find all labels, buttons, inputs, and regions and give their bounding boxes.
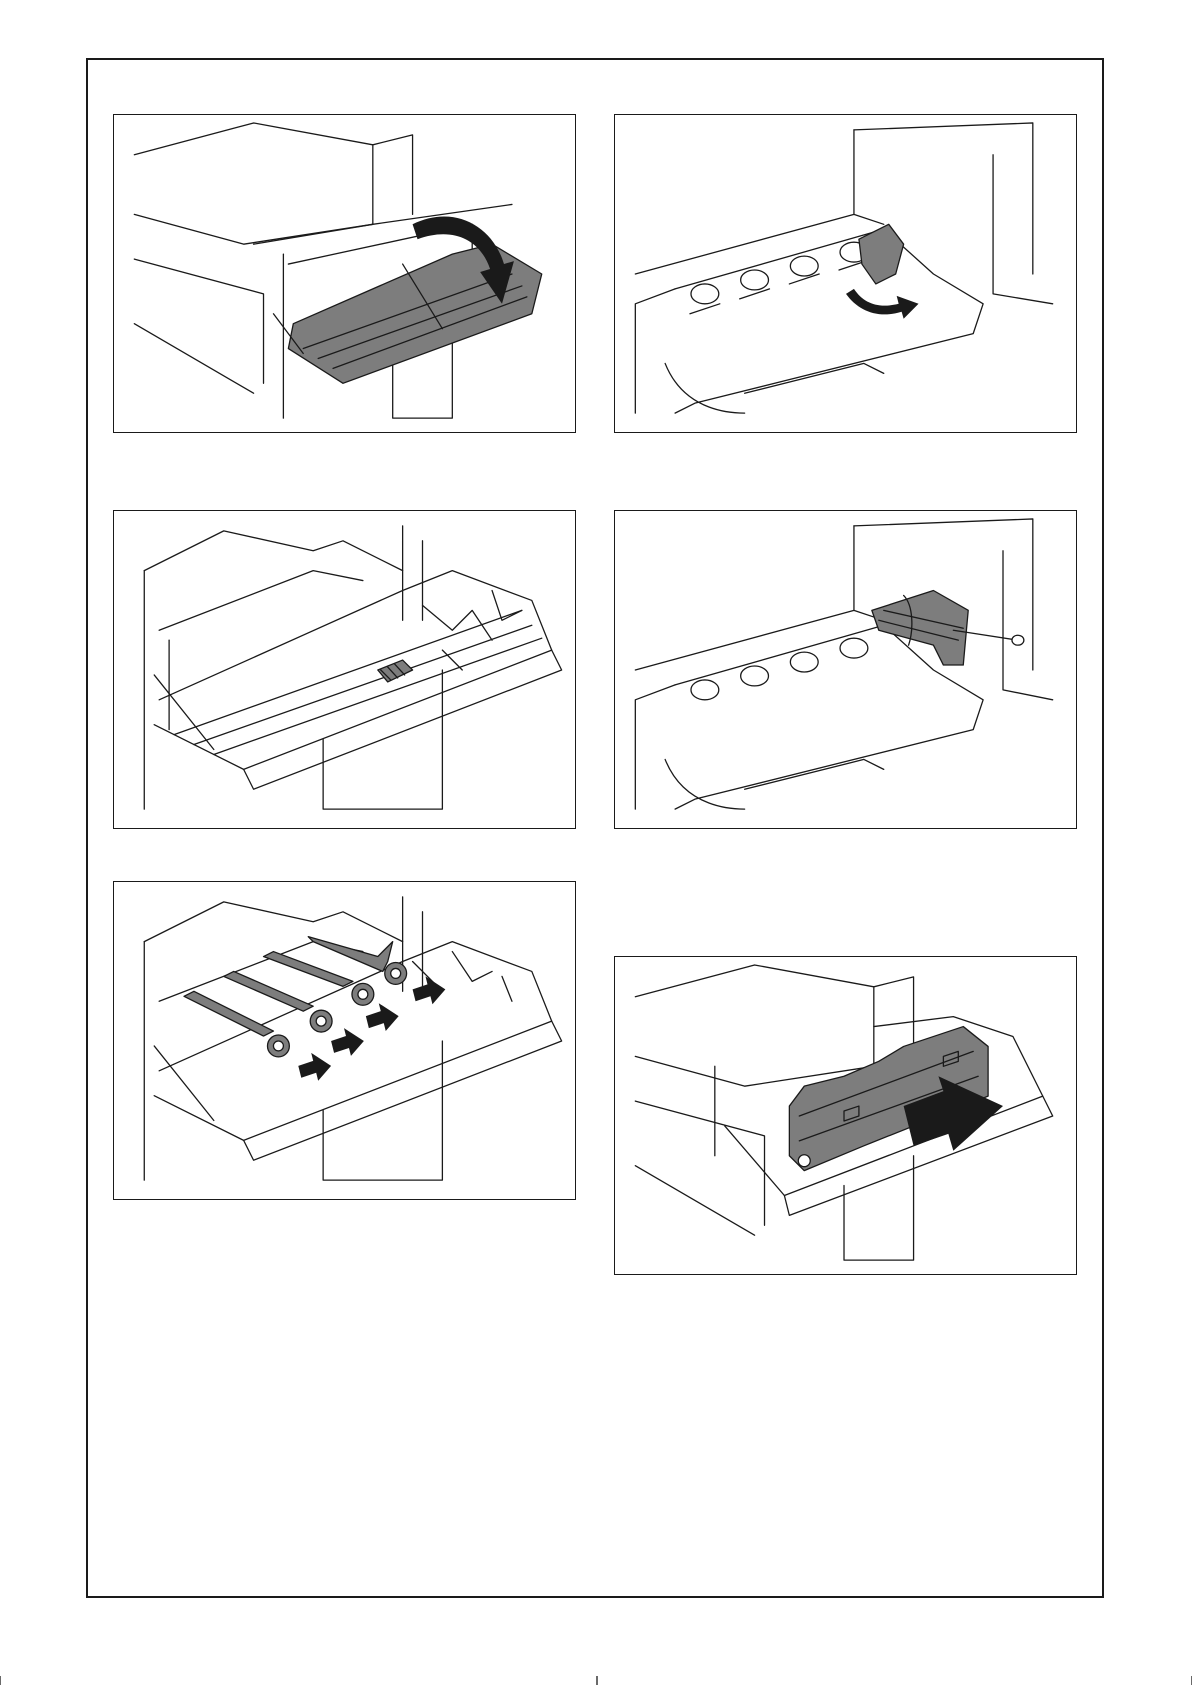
illustration-pull-out-unit xyxy=(614,510,1077,829)
illustration-insert-waste-box xyxy=(614,956,1077,1275)
front-door-open-icon xyxy=(114,115,575,432)
illustration-rotate-lever xyxy=(614,114,1077,433)
illustration-slide-out-cartridges xyxy=(113,881,576,1200)
page-edge-ticks xyxy=(0,1676,1192,1685)
pull-out-unit-icon xyxy=(615,511,1076,828)
illustration-open-front-door xyxy=(113,114,576,433)
slide-out-cartridges-icon xyxy=(114,882,575,1199)
rotate-lock-lever-icon xyxy=(615,115,1076,432)
illustration-door-lowered xyxy=(113,510,576,829)
insert-waste-box-icon xyxy=(615,957,1076,1274)
door-lowered-icon xyxy=(114,511,575,828)
